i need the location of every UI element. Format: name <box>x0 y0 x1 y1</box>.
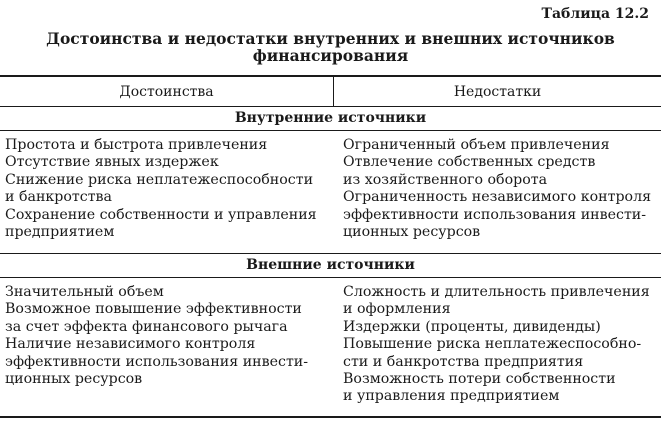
cell-line: и управления предприятием <box>343 388 560 405</box>
cell-line: ционных ресурсов <box>5 371 143 388</box>
cell-line: Отсутствие явных издержек <box>5 154 219 171</box>
cell-line: за счет эффекта финансового рычага <box>5 318 288 335</box>
column-divider <box>333 76 334 106</box>
table-title-line: Достоинства и недостатки внутренних и вн… <box>46 29 615 48</box>
cell-line: ционных ресурсов <box>343 224 481 241</box>
table-top-rule <box>0 75 661 77</box>
internal-advantages-cell: Простота и быстрота привлечения Отсутств… <box>5 137 317 241</box>
cell-line: эффективности использования инвести- <box>5 353 309 370</box>
cell-line: Простота и быстрота привлечения <box>5 137 268 153</box>
table-number: Таблица 12.2 <box>541 6 649 22</box>
section-heading-rule <box>0 277 661 278</box>
section-heading-rule <box>0 130 661 131</box>
header-bottom-rule <box>0 106 661 107</box>
cell-line: эффективности использования инвести- <box>343 206 647 223</box>
external-disadvantages-cell: Сложность и длительность привлечения и о… <box>343 284 650 406</box>
section-heading-external: Внешние источники <box>246 257 415 273</box>
column-header-disadvantages: Недостатки <box>453 84 542 100</box>
cell-line: Сложность и длительность привлечения <box>343 284 650 300</box>
column-header-advantages: Достоинства <box>119 84 214 100</box>
section-divider-rule <box>0 253 661 254</box>
table-title: Достоинства и недостатки внутренних и вн… <box>0 30 661 64</box>
section-heading-internal: Внутренние источники <box>234 110 427 126</box>
cell-line: Возможность потери собственности <box>343 371 616 388</box>
cell-line: и оформления <box>343 301 451 318</box>
cell-line: Ограниченный объем привлечения <box>343 137 610 153</box>
cell-line: сти и банкротства предприятия <box>343 353 584 370</box>
cell-line: Наличие независимого контроля <box>5 336 256 353</box>
cell-line: Издержки (проценты, дивиденды) <box>343 318 601 335</box>
cell-line: предприятием <box>5 224 115 241</box>
table-title-line: финансирования <box>252 46 409 65</box>
internal-disadvantages-cell: Ограниченный объем привлечения Отвлечени… <box>343 137 651 241</box>
cell-line: Возможное повышение эффективности <box>5 301 302 318</box>
cell-line: Ограниченность независимого контроля <box>343 189 652 206</box>
external-advantages-cell: Значительный объем Возможное повышение э… <box>5 284 308 388</box>
table-bottom-rule <box>0 416 661 418</box>
cell-line: Сохранение собственности и управления <box>5 206 317 223</box>
cell-line: и банкротства <box>5 189 113 206</box>
cell-line: из хозяйственного оборота <box>343 171 548 188</box>
cell-line: Значительный объем <box>5 284 164 300</box>
cell-line: Снижение риска неплатежеспособности <box>5 171 314 188</box>
cell-line: Отвлечение собственных средств <box>343 154 596 171</box>
cell-line: Повышение риска неплатежеспособно- <box>343 336 642 353</box>
